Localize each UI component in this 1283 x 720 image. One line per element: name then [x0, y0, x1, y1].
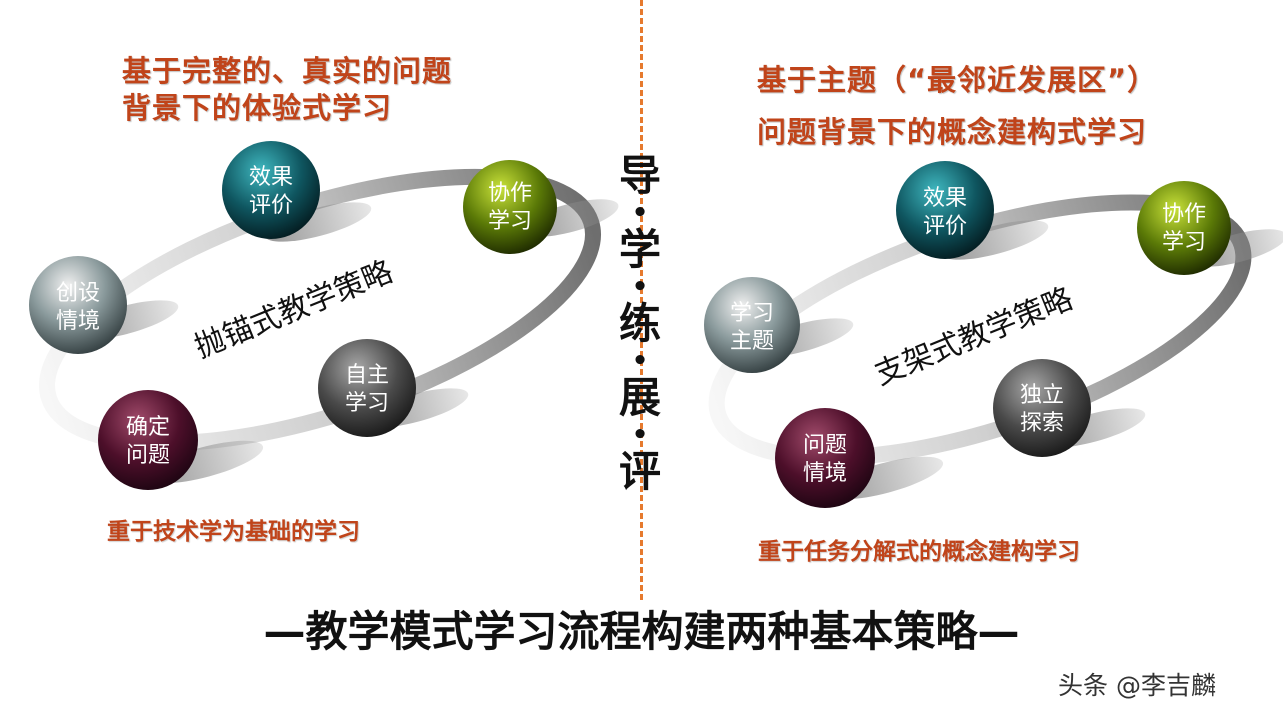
- right-node-problem-context: [775, 408, 875, 508]
- left-node-1-line2: 评价: [249, 193, 293, 218]
- right-node-study-topic: [704, 277, 800, 373]
- left-node-define-problem: [98, 390, 198, 490]
- left-node-create-context: [29, 256, 127, 354]
- left-node-5-line1: 确定: [126, 415, 170, 440]
- vtitle-char-3: 练: [618, 299, 661, 348]
- right-node-1-line2: 评价: [923, 214, 967, 239]
- left-node-effect-eval: [222, 141, 320, 239]
- left-node-4-line1: 自主: [345, 363, 389, 388]
- vertical-title: 导 • 学 • 练 • 展 • 评: [615, 148, 665, 500]
- right-node-2-line1: 协作: [1162, 202, 1206, 227]
- right-node-independent-explore: [993, 359, 1091, 457]
- right-heading-line1: 基于主题（“最邻近发展区”）: [757, 63, 1158, 97]
- left-node-collab: [463, 160, 557, 254]
- right-node-4-line2: 探索: [1020, 411, 1064, 436]
- center-divider: [640, 0, 643, 600]
- left-footer: 重于技术学为基础的学习: [107, 519, 360, 545]
- left-node-5-line2: 问题: [126, 443, 170, 468]
- left-node-3-line2: 情境: [56, 309, 100, 334]
- right-node-5-line2: 情境: [803, 461, 847, 486]
- right-diagram: 效果 评价 协作 学习 学习 主题 独立 探索 问题 情境 支架式教学策略: [704, 161, 1283, 508]
- vtitle-dot-3: •: [631, 346, 649, 376]
- right-node-2-line2: 学习: [1162, 230, 1206, 255]
- left-node-self-study: [318, 339, 416, 437]
- right-node-effect-eval: [896, 161, 994, 259]
- vtitle-char-1: 导: [618, 151, 661, 200]
- right-node-1-line1: 效果: [923, 186, 967, 211]
- right-footer: 重于任务分解式的概念建构学习: [758, 539, 1080, 565]
- vtitle-char-5: 评: [618, 447, 661, 496]
- right-node-3-line1: 学习: [730, 301, 774, 326]
- vtitle-dot-1: •: [631, 198, 649, 228]
- watermark: 头条 @李吉麟: [1058, 671, 1216, 700]
- right-heading-line2: 问题背景下的概念建构式学习: [757, 115, 1148, 149]
- left-diagram: 效果 评价 协作 学习 创设 情境 自主 学习 确定 问题 抛锚式教学策略: [29, 141, 619, 490]
- left-heading-line2: 背景下的体验式学习: [122, 91, 393, 125]
- left-heading-line1: 基于完整的、真实的问题: [122, 54, 453, 88]
- left-node-1-line1: 效果: [249, 165, 293, 190]
- right-node-4-line1: 独立: [1020, 383, 1064, 408]
- main-title: —教学模式学习流程构建两种基本策略—: [263, 607, 1020, 656]
- vtitle-char-2: 学: [618, 225, 661, 274]
- vtitle-dot-4: •: [631, 420, 649, 450]
- right-node-5-line1: 问题: [803, 433, 847, 458]
- right-node-collab: [1137, 181, 1231, 275]
- vtitle-dot-2: •: [631, 272, 649, 302]
- right-node-3-line2: 主题: [730, 329, 774, 354]
- left-node-2-line1: 协作: [488, 181, 532, 206]
- vtitle-char-4: 展: [618, 373, 661, 422]
- left-node-4-line2: 学习: [345, 391, 389, 416]
- left-node-3-line1: 创设: [56, 281, 100, 306]
- left-node-2-line2: 学习: [488, 209, 532, 234]
